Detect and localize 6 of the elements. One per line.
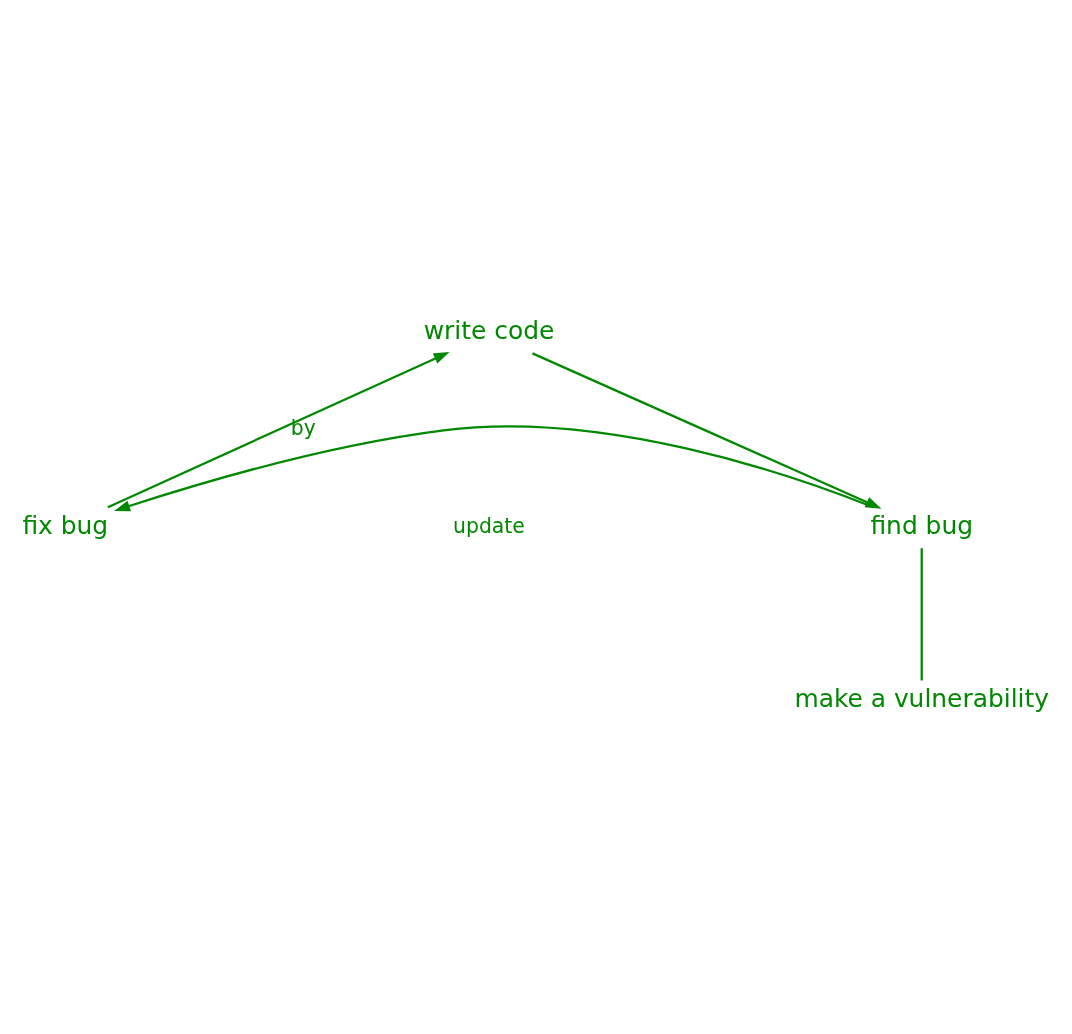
node-text: make a vulnerability <box>794 684 1050 714</box>
node-text: write code <box>423 316 555 346</box>
edge-label: by <box>290 416 316 441</box>
node-text: fix bug <box>22 511 109 541</box>
label: update <box>453 513 525 538</box>
node-text: find bug <box>870 511 974 541</box>
